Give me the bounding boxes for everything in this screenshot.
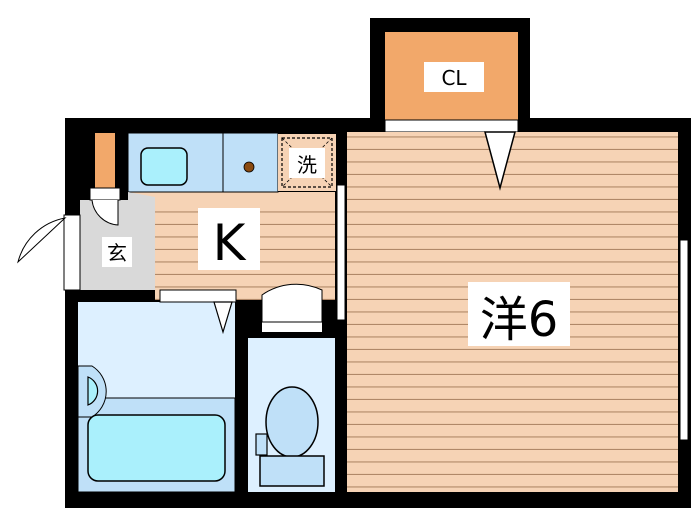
washer-label: 洗 — [297, 153, 317, 177]
western-room-label-bg — [468, 282, 570, 346]
sink-icon — [140, 147, 188, 186]
counter-stove — [222, 132, 279, 193]
basin-icon — [87, 376, 99, 406]
entrance-door-swing — [17, 217, 67, 264]
toilet-paper-icon — [255, 433, 268, 456]
bathroom-door-strip — [159, 289, 237, 303]
bathroom-door-marker — [213, 301, 233, 335]
closet-door-marker — [484, 131, 516, 191]
kitchen-floor-top — [128, 192, 335, 202]
bathtub-icon — [87, 414, 226, 482]
washer-label-bg — [289, 148, 325, 178]
toilet-bowl-icon — [265, 386, 319, 458]
toilet-door-swing — [261, 283, 323, 323]
kitchen-label: K — [213, 214, 247, 272]
stove-burner-icon — [243, 161, 255, 173]
closet-label-bg — [424, 62, 484, 92]
shoe-storage — [95, 133, 115, 188]
western-room-label: 洋6 — [480, 292, 559, 348]
toilet-tank-icon — [259, 455, 325, 487]
toilet-door-strip — [262, 320, 322, 332]
storage-door-strip — [89, 187, 121, 201]
closet-opening — [384, 119, 519, 133]
storage-door-swing — [91, 199, 119, 226]
closet-label: CL — [441, 66, 467, 90]
entrance-label: 玄 — [107, 241, 127, 265]
window-right — [679, 239, 689, 441]
entrance-door-gap — [63, 214, 81, 291]
sliding-door — [336, 184, 346, 321]
kitchen-label-bg — [198, 208, 260, 270]
entrance-label-bg — [102, 237, 132, 267]
washer-outline — [281, 137, 333, 188]
